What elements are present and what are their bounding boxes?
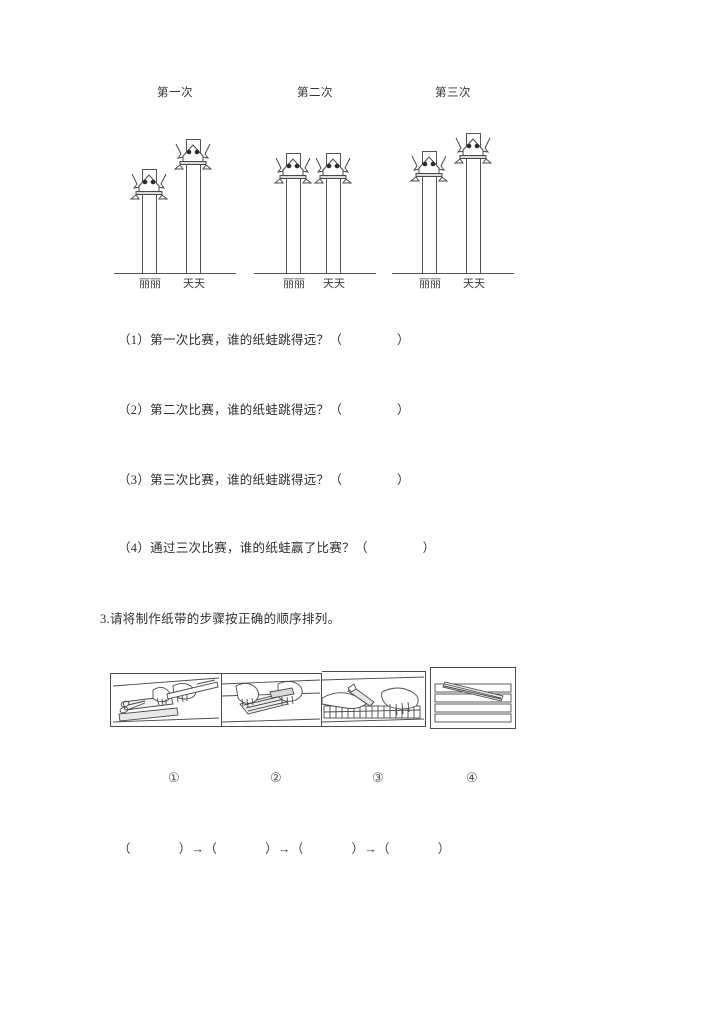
axis-label-tiantian: 天天 — [463, 278, 485, 290]
frog-lili — [272, 148, 314, 184]
bar-lili — [286, 153, 301, 273]
bar-tiantian — [186, 139, 201, 273]
chart-group-third: 第三次 — [392, 84, 514, 299]
question-1: （1）第一次比赛，谁的纸蛙跳得远？（ ） — [118, 332, 410, 350]
question-3-answer-blank[interactable]: （ ） — [329, 473, 410, 487]
chart-group-title: 第三次 — [435, 87, 471, 99]
chart-axis-labels: 丽丽 天天 — [114, 275, 236, 291]
question-1-text: 第一次比赛，谁的纸蛙跳得远？ — [150, 333, 330, 347]
step-order-answer-line[interactable]: （ ）→（ ）→（ ）→（ ） — [118, 842, 451, 856]
question-4-text: 通过三次比赛，谁的纸蛙赢了比赛？ — [150, 541, 355, 555]
frog-tiantian — [452, 128, 494, 164]
chart-baseline — [114, 273, 236, 274]
chart-axis-labels: 丽丽 天天 — [254, 275, 376, 291]
question-3: （3）第三次比赛，谁的纸蛙跳得远？（ ） — [118, 472, 410, 490]
step-picture-strip — [110, 667, 516, 729]
question-1-number: （1） — [118, 333, 151, 347]
frog-lili — [408, 146, 450, 182]
axis-label-tiantian: 天天 — [183, 278, 205, 290]
chart-plot — [114, 102, 236, 274]
axis-label-lili: 丽丽 — [283, 278, 305, 290]
chart-group-title: 第二次 — [297, 87, 333, 99]
question-3-number: （3） — [118, 473, 151, 487]
axis-label-lili: 丽丽 — [139, 278, 161, 290]
section-3-heading: 3.请将制作纸带的步骤按正确的顺序排列。 — [100, 612, 341, 626]
frog-lili — [128, 164, 170, 200]
chart-plot — [254, 102, 376, 274]
step-panel-1 — [110, 673, 222, 727]
chart-group-title: 第一次 — [157, 87, 193, 99]
question-2-answer-blank[interactable]: （ ） — [329, 403, 410, 417]
question-4-number: （4） — [118, 541, 151, 555]
chart-axis-labels: 丽丽 天天 — [392, 275, 514, 291]
bar-lili — [422, 151, 437, 273]
frog-tiantian — [312, 148, 354, 184]
chart-group-first: 第一次 — [114, 84, 236, 299]
chart-baseline — [254, 273, 376, 274]
step-number-row: ① ② ③ ④ — [110, 770, 530, 790]
chart-group-second: 第二次 — [254, 84, 376, 299]
bar-tiantian — [466, 133, 481, 273]
step-panel-3 — [322, 671, 426, 727]
bar-tiantian — [326, 153, 341, 273]
question-4: （4）通过三次比赛，谁的纸蛙赢了比赛？（ ） — [118, 540, 435, 558]
step-number-3: ③ — [372, 770, 384, 785]
chart-plot — [392, 102, 514, 274]
question-4-answer-blank[interactable]: （ ） — [354, 541, 436, 555]
axis-label-tiantian: 天天 — [323, 278, 345, 290]
frog-tiantian — [172, 134, 214, 170]
question-3-text: 第三次比赛，谁的纸蛙跳得远？ — [150, 473, 330, 487]
step-number-4: ④ — [466, 770, 478, 785]
question-2-number: （2） — [118, 403, 151, 417]
step-panel-4 — [430, 667, 516, 729]
question-2: （2）第二次比赛，谁的纸蛙跳得远？（ ） — [118, 402, 410, 420]
step-number-1: ① — [168, 770, 180, 785]
frog-jump-chart: 第一次 — [110, 84, 530, 299]
step-number-2: ② — [270, 770, 282, 785]
axis-label-lili: 丽丽 — [419, 278, 441, 290]
chart-baseline — [392, 273, 514, 274]
question-2-text: 第二次比赛，谁的纸蛙跳得远？ — [150, 403, 330, 417]
step-panel-2 — [222, 673, 322, 727]
question-1-answer-blank[interactable]: （ ） — [329, 333, 410, 347]
